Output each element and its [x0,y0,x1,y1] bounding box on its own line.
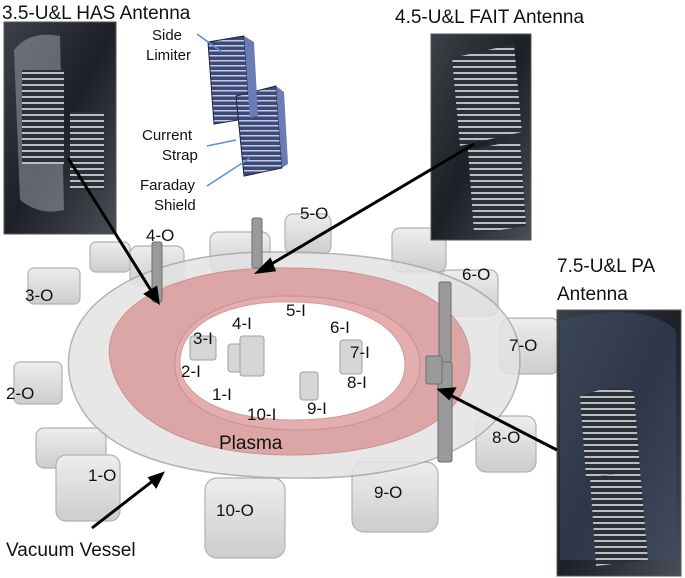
port-label-7-i: 7-I [350,343,370,362]
has-antenna-photo [3,21,117,235]
port-label-9-o: 9-O [374,483,402,502]
port-label-3-i: 3-I [193,329,213,348]
plasma-label: Plasma [219,433,283,454]
port-label-1-o: 1-O [88,466,116,485]
faraday-shield-label-2: Shield [154,197,196,214]
current-strap-label-2: Strap [162,147,198,164]
cad-callout-lines [196,33,251,187]
port-label-1-i: 1-I [212,385,232,404]
port-label-4-i: 4-I [232,314,252,333]
antenna-feeds [151,217,453,463]
port-label-7-o: 7-O [509,336,537,355]
port-label-10-i: 10-I [247,405,276,424]
plasma [108,267,471,456]
pointer-arrows [66,142,558,530]
pa-antenna-title-line1: 7.5-U&L PA [557,256,656,277]
pa-antenna-photo [556,309,682,577]
port-label-9-i: 9-I [307,399,327,418]
port-label-8-i: 8-I [347,373,367,392]
port-label-10-o: 10-O [216,501,254,520]
port-label-6-i: 6-I [330,318,350,337]
side-limiter-label-2: Limiter [146,47,191,64]
port-label-8-o: 8-O [492,428,520,447]
side-limiter-label-1: Side [152,27,182,44]
port-label-2-o: 2-O [6,384,34,403]
antenna-cad-render [207,35,288,177]
port-label-3-o: 3-O [25,286,53,305]
port-label-6-o: 6-O [462,265,490,284]
inner-port-labels: 1-I 2-I 3-I 4-I 5-I 6-I 7-I 8-I 9-I 10-I [181,301,370,424]
pa-antenna-title-line2: Antenna [557,284,628,305]
port-label-4-o: 4-O [146,226,174,245]
port-label-5-o: 5-O [300,204,328,223]
outer-port-labels: 1-O 2-O 3-O 4-O 5-O 6-O 7-O 8-O 9-O 10-O [6,204,537,520]
vacuum-vessel-label: Vacuum Vessel [6,540,136,561]
port-label-2-i: 2-I [181,362,201,381]
fait-antenna-title: 4.5-U&L FAIT Antenna [395,7,584,28]
faraday-shield-label-1: Faraday [140,177,196,194]
fait-antenna-photo [430,33,532,241]
port-label-5-i: 5-I [286,301,306,320]
current-strap-label-1: Current [142,127,193,144]
has-antenna-title: 3.5-U&L HAS Antenna [2,3,191,24]
